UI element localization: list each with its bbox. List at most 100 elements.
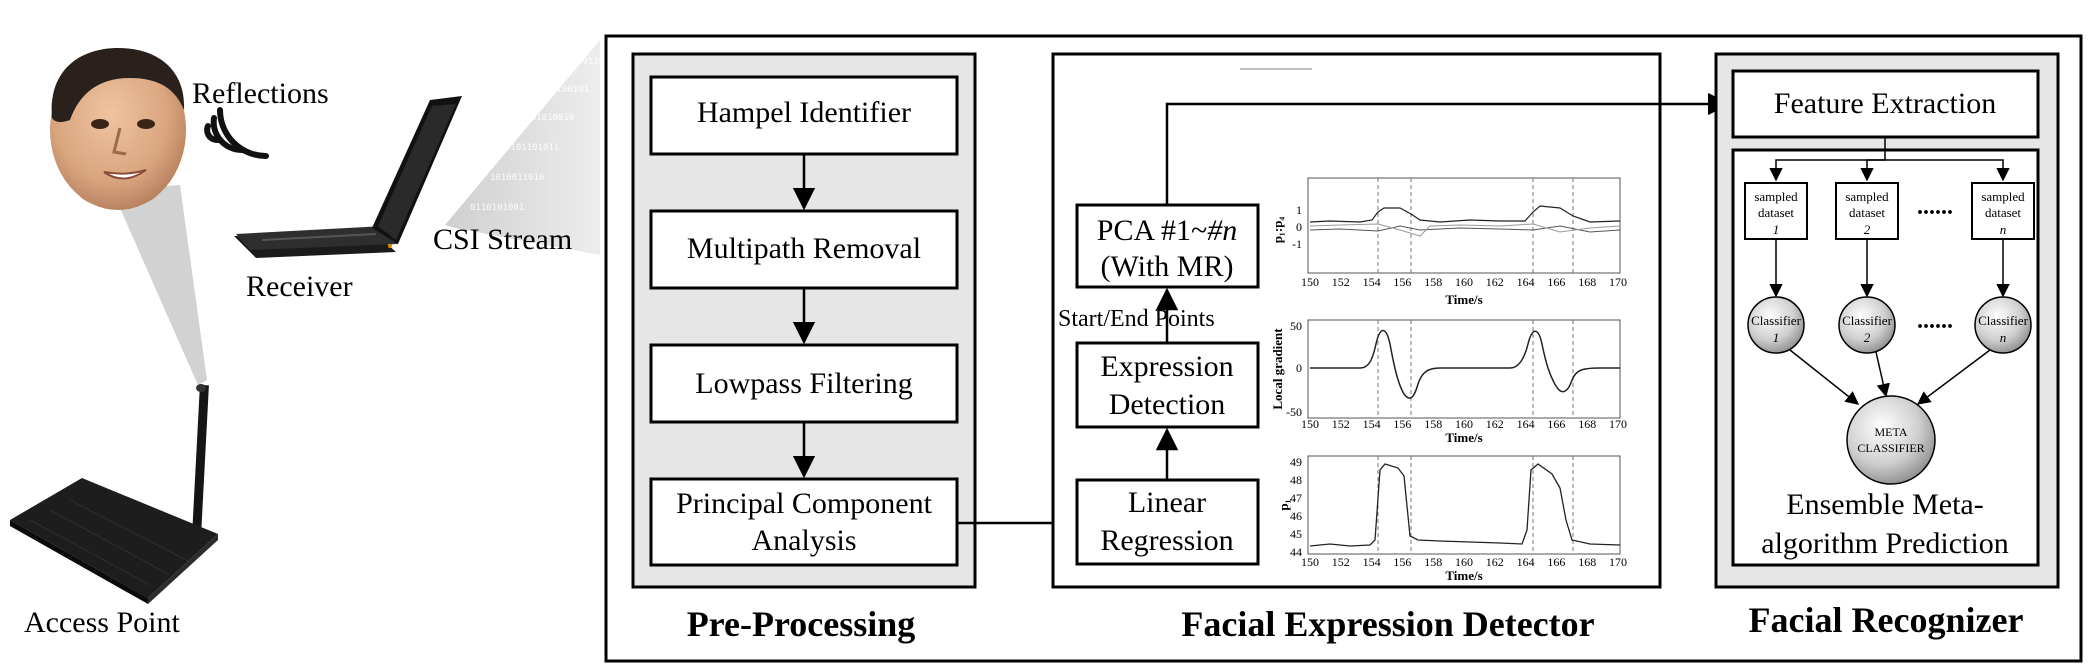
svg-text:1010011010: 1010011010: [490, 173, 544, 183]
dataset-2-line2: dataset: [1849, 205, 1885, 220]
x-tick-label: 152: [1332, 417, 1350, 431]
plot1-ytick: 0: [1296, 220, 1302, 234]
lowpass-filtering-box: [649, 343, 959, 424]
signal-beam: [112, 185, 207, 385]
plot1-ytick: 1: [1296, 203, 1302, 217]
multipath-removal-label: Multipath Removal: [687, 232, 921, 265]
x-tick-label: 158: [1424, 275, 1442, 289]
pca-box: [649, 477, 959, 567]
classifier-2-node: [1838, 296, 1896, 354]
x-tick-label: 168: [1578, 275, 1596, 289]
dataset-1-line2: dataset: [1758, 205, 1794, 220]
x-tick-label: 154: [1363, 555, 1381, 569]
dataset-2-line1: sampled: [1845, 189, 1889, 204]
meta-classifier-node: [1846, 395, 1936, 485]
receiver-laptop-icon: [234, 96, 462, 258]
hampel-identifier-box: [649, 75, 959, 156]
ensemble-label-line1: Ensemble Meta-: [1786, 488, 1983, 521]
x-tick-label: 166: [1547, 417, 1565, 431]
multipath-removal-box: [649, 209, 959, 290]
x-tick-label: 166: [1547, 275, 1565, 289]
pca-n-box: [1075, 203, 1260, 289]
lowpass-filtering-label: Lowpass Filtering: [695, 367, 913, 400]
x-tick-label: 160: [1455, 417, 1473, 431]
dataset-1-id: 1: [1773, 222, 1780, 237]
meta-label-line2: CLASSIFIER: [1857, 441, 1924, 455]
x-tick-label: 158: [1424, 417, 1442, 431]
expression-detection-label-line2: Detection: [1109, 388, 1226, 421]
plot3-ylabel: p₁: [1276, 499, 1291, 510]
linear-regression-box: [1075, 478, 1260, 566]
x-tick-label: 166: [1547, 555, 1565, 569]
x-tick-label: 160: [1455, 555, 1473, 569]
x-tick-label: 150: [1301, 275, 1319, 289]
classifier-ellipsis: ......: [1917, 308, 1953, 334]
svg-text:1011010110: 1011010110: [550, 57, 604, 67]
plot1-xlabel: Time/s: [1445, 292, 1482, 307]
classifier-n-label: Classifier: [1978, 313, 2028, 328]
preprocessing-title: Pre-Processing: [687, 604, 916, 644]
x-tick-label: 152: [1332, 275, 1350, 289]
plot3-ytick: 48: [1290, 473, 1302, 487]
linear-regression-label-line1: Linear: [1128, 486, 1206, 519]
linear-regression-label-line2: Regression: [1100, 524, 1233, 557]
dataset-ellipsis: ......: [1917, 194, 1953, 220]
plot1-ytick: -1: [1292, 237, 1302, 251]
x-tick-label: 156: [1393, 417, 1411, 431]
x-tick-label: 168: [1578, 417, 1596, 431]
x-tick-label: 154: [1363, 275, 1381, 289]
x-tick-label: 150: [1301, 555, 1319, 569]
x-tick-label: 156: [1393, 555, 1411, 569]
arrow-pca-to-feature-extraction: [1165, 92, 1731, 205]
dataset-2-id: 2: [1864, 222, 1871, 237]
plot3-ytick: 44: [1290, 545, 1302, 559]
x-tick-label: 152: [1332, 555, 1350, 569]
x-tick-label: 164: [1517, 275, 1535, 289]
plot2-xticks: 150 152 154 156 158 160 162 164 166 168 170: [1301, 417, 1627, 431]
x-tick-label: 170: [1609, 417, 1627, 431]
reflection-waves-icon: [204, 107, 269, 159]
plot2-ytick: 0: [1296, 361, 1302, 375]
plot3-xlabel: Time/s: [1445, 568, 1482, 583]
classifier-2-id: 2: [1864, 330, 1871, 345]
plot3-ytick: 47: [1290, 491, 1302, 505]
dataset-n-line1: sampled: [1981, 189, 2025, 204]
plot3-ytick: 46: [1290, 509, 1302, 523]
x-tick-label: 164: [1517, 417, 1535, 431]
expression-detection-box: [1075, 341, 1260, 429]
plot3-ytick: 45: [1290, 527, 1302, 541]
plot1-ylabel: p₁:p₄: [1270, 217, 1285, 244]
pca-n-label-line2: (With MR): [1101, 250, 1234, 283]
x-tick-label: 162: [1486, 555, 1504, 569]
reflections-label: Reflections: [192, 77, 329, 110]
classifier-2-label: Classifier: [1842, 313, 1892, 328]
svg-text:1101010010: 1101010010: [520, 113, 574, 123]
x-tick-label: 170: [1609, 555, 1627, 569]
x-tick-label: 154: [1363, 417, 1381, 431]
csi-stream-beam: [445, 40, 600, 255]
access-point-router-icon: [10, 384, 218, 604]
pca-label-line2: Analysis: [752, 524, 857, 557]
expression-detection-label-line1: Expression: [1100, 350, 1233, 383]
classifier-n-node: [1974, 296, 2032, 354]
x-tick-label: 156: [1393, 275, 1411, 289]
x-tick-label: 162: [1486, 417, 1504, 431]
x-tick-label: 170: [1609, 275, 1627, 289]
plot2-ytick: -50: [1286, 405, 1302, 419]
svg-text:0110101001: 0110101001: [470, 203, 524, 213]
classifier-1-id: 1: [1773, 330, 1780, 345]
plot2-xlabel: Time/s: [1445, 430, 1482, 445]
x-tick-label: 150: [1301, 417, 1319, 431]
plot2-ytick: 50: [1290, 319, 1302, 333]
x-tick-label: 160: [1455, 275, 1473, 289]
svg-text:0101101011: 0101101011: [505, 143, 559, 153]
dataset-1-line1: sampled: [1754, 189, 1798, 204]
ensemble-label-line2: algorithm Prediction: [1761, 527, 2008, 560]
pca-label-line1: Principal Component: [676, 487, 932, 520]
face-icon: [50, 48, 186, 210]
